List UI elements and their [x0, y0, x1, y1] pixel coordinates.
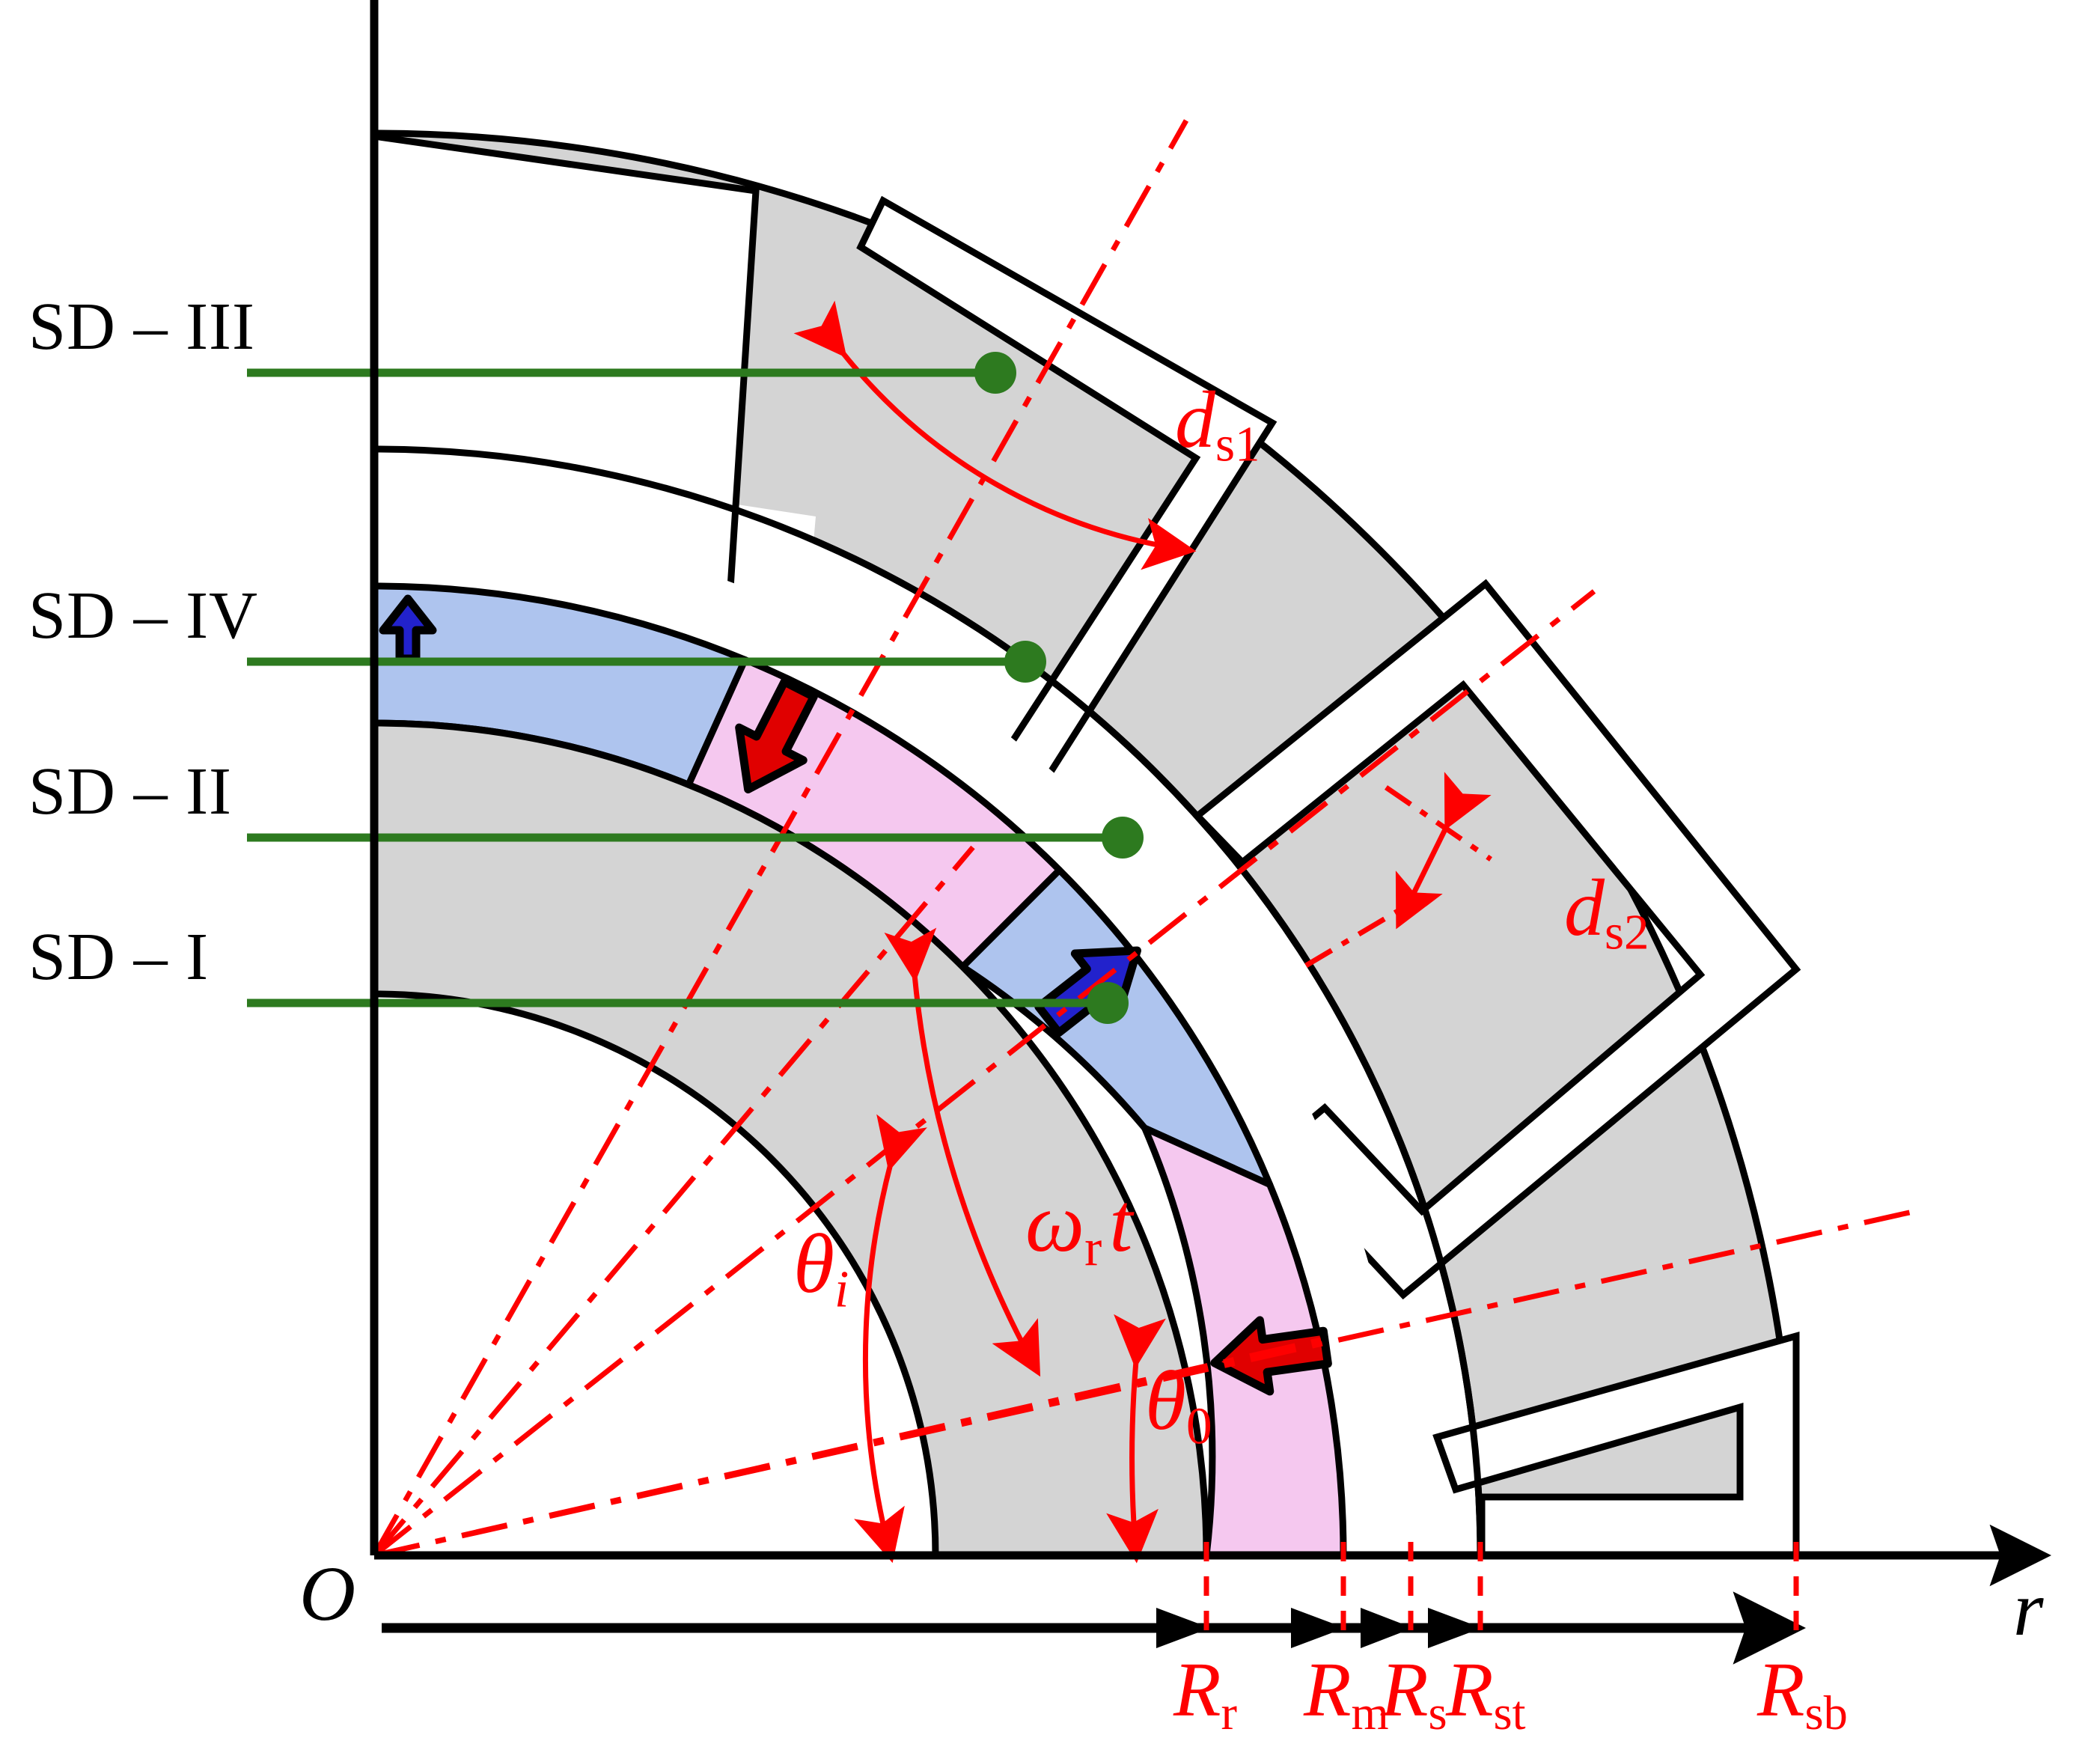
leader-dot-sd-1 [1087, 982, 1129, 1024]
dim-ext-ds2-b [1304, 894, 1423, 969]
omega-base: ω [1025, 1177, 1085, 1269]
radius-label-Rst: Rst [1446, 1645, 1526, 1741]
magnet-arrow-red-inward-top [735, 677, 818, 793]
ds2-sub: s2 [1605, 904, 1649, 960]
theta-i-base: θ [793, 1218, 835, 1311]
centreline-slot-axis-2 [372, 589, 1596, 1558]
angle-label-theta-0: θ0 [1145, 1353, 1212, 1457]
theta-0-base: θ [1145, 1355, 1187, 1448]
Rst-base: R [1446, 1647, 1494, 1733]
angle-label-omega-r-t: ωrt [1025, 1175, 1132, 1278]
r-axis-tick-arrowheads [1156, 1608, 1482, 1648]
dimension-label-ds2: ds2 [1564, 862, 1649, 962]
omega-sub: r [1084, 1219, 1102, 1278]
Rr-base: R [1173, 1647, 1221, 1733]
slot-width-dimensions [793, 300, 1492, 969]
sd-label-4: SD – IV [28, 577, 258, 654]
angle-arcs [854, 927, 1166, 1564]
sd-label-3-text: SD [28, 290, 117, 364]
sd-label-1-text: SD [28, 920, 117, 994]
sd-label-3: SD – III [28, 288, 255, 365]
Rsb-base: R [1757, 1647, 1805, 1733]
Rst-sub: st [1493, 1686, 1526, 1740]
Rsb-sub: sb [1804, 1686, 1848, 1740]
Rs-sub: s [1428, 1686, 1447, 1740]
sd-label-2: SD – II [28, 753, 232, 830]
theta-i-sub: i [834, 1260, 849, 1319]
dimension-label-ds1: ds1 [1175, 374, 1260, 474]
Rs-base: R [1381, 1647, 1429, 1733]
leader-dot-sd-4 [1004, 641, 1046, 683]
radius-label-Rm: Rm [1304, 1645, 1389, 1741]
theta-0-sub: 0 [1186, 1397, 1212, 1456]
arc-theta-0 [1106, 1314, 1166, 1564]
origin-label-text: O [299, 1551, 356, 1637]
angle-label-theta-i: θi [793, 1216, 849, 1320]
arc-omega-r-t [884, 927, 1041, 1377]
arc-theta-i [854, 1114, 927, 1564]
sd-label-4-roman: IV [186, 579, 259, 653]
sd-label-2-roman: II [186, 754, 233, 829]
stator-bore-arc [374, 445, 1484, 1555]
leader-dot-sd-2 [1102, 817, 1144, 859]
magnet-arrow-blue-outer-top [379, 594, 437, 663]
stator-slot-3-outline [1192, 579, 1801, 1300]
Rm-base: R [1304, 1647, 1352, 1733]
sd-label-1-dash: – [133, 920, 168, 994]
radius-label-Rsb: Rsb [1757, 1645, 1848, 1741]
ds1-sub: s1 [1215, 416, 1260, 472]
radius-label-Rr: Rr [1173, 1645, 1237, 1741]
Rr-sub: r [1221, 1686, 1237, 1740]
leader-dot-sd-3 [974, 352, 1016, 394]
centreline-theta-i-ray [372, 845, 975, 1558]
sd-label-3-dash: – [133, 290, 168, 364]
radial-axis-label: r [2013, 1564, 2043, 1653]
sd-label-4-text: SD [28, 579, 117, 653]
sd-label-3-roman: III [186, 290, 255, 364]
sd-label-4-dash: – [133, 579, 168, 653]
ds1-base: d [1175, 376, 1215, 465]
sd-label-2-dash: – [133, 754, 168, 829]
radius-tick-lines [1203, 1542, 1799, 1639]
radial-axis-label-text: r [2013, 1566, 2044, 1652]
ds2-base: d [1564, 864, 1605, 953]
dim-arrow-ds1 [793, 300, 1197, 570]
sd-label-2-text: SD [28, 754, 117, 829]
radius-label-Rs: Rs [1381, 1645, 1447, 1741]
origin-label: O [299, 1549, 355, 1638]
sd-label-1-roman: I [186, 920, 210, 994]
sd-label-1: SD – I [28, 918, 209, 995]
omega-tail: t [1109, 1177, 1133, 1269]
dim-arrow-ds2 [1395, 772, 1492, 930]
